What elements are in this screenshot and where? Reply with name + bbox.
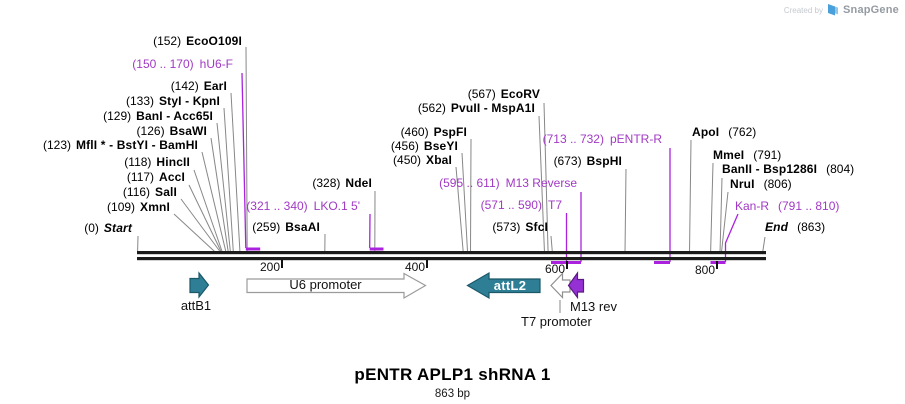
site-leader-lines xyxy=(137,46,766,313)
site-label-bseyi: (456)BseYI xyxy=(390,139,458,153)
watermark: Created by SnapGene xyxy=(784,3,899,17)
site-label-nrui: NruI(806) xyxy=(730,177,792,191)
site-label-bsawi: (126)BsaWI xyxy=(136,124,207,138)
site-label-bsaai: (259)BsaAI xyxy=(252,220,320,234)
sequence-backbone xyxy=(137,251,766,261)
site-label-styi-kpni: (133)StyI - KpnI xyxy=(126,94,220,108)
site-label-hincii: (118)HincII xyxy=(124,155,190,169)
attl2-arrow xyxy=(466,271,541,300)
attl2-feature-label: attL2 xyxy=(493,278,527,293)
m13-rev-feature-label: M13 rev xyxy=(570,299,617,314)
ruler-tick-200: 200 xyxy=(259,260,280,274)
plasmid-length: 863 bp xyxy=(434,388,471,400)
site-label-banii-bsp1286i: BanII - Bsp1286I(804) xyxy=(722,162,855,176)
watermark-brand: SnapGene xyxy=(842,4,899,16)
ruler-ticks xyxy=(281,260,718,269)
site-label-ecorv: (567)EcoRV xyxy=(467,87,540,101)
site-label-sfci: (573)SfcI xyxy=(492,220,548,234)
primer-label-pentrr: (713 .. 732)pENTR-R xyxy=(542,132,662,146)
site-label-xbai: (450)XbaI xyxy=(393,153,452,167)
t7-promoter-feature-label: T7 promoter xyxy=(521,314,592,329)
m13-rev-arrow xyxy=(567,271,585,300)
site-label-ndei: (328)NdeI xyxy=(312,176,372,190)
site-label-sali: (116)SalI xyxy=(122,185,177,199)
start-label: (0)Start xyxy=(84,221,132,235)
primer-label-t7: (571 .. 590)T7 xyxy=(480,198,562,212)
site-label-xmni: (109)XmnI xyxy=(107,200,170,214)
site-label-ecoo109i: (152)EcoO109I xyxy=(153,34,242,48)
plasmid-title: pENTR APLP1 shRNA 1 xyxy=(354,365,551,384)
site-label-mfli-bstyi-bamhi: (123)MflI * - BstYI - BamHI xyxy=(43,138,198,152)
u6-promoter-feature-label: U6 promoter xyxy=(289,277,362,292)
primer-label-m13reverse: (595 .. 611)M13 Reverse xyxy=(439,176,577,190)
u6-promoter-arrow xyxy=(246,272,427,300)
t7-promoter-arrow xyxy=(550,272,571,299)
ruler-tick-800: 800 xyxy=(694,263,715,277)
site-label-bsphi: (673)BspHI xyxy=(553,154,622,168)
site-label-acci: (117)AccI xyxy=(126,170,185,184)
ruler-tick-400: 400 xyxy=(404,260,425,274)
primer-label-lko15: (321 .. 340)LKO.1 5' xyxy=(246,199,360,213)
primer-label-kanr: Kan-R(791 .. 810) xyxy=(735,199,840,213)
attb1-feature-label: attB1 xyxy=(180,298,212,313)
end-label: End(863) xyxy=(765,220,826,234)
site-label-mmei: MmeI(791) xyxy=(713,148,782,162)
site-label-pspfi: (460)PspFI xyxy=(400,125,467,139)
title-block: pENTR APLP1 shRNA 1 863 bp xyxy=(0,365,905,400)
snapgene-logo-icon xyxy=(827,4,838,16)
primer-label-hu6f: (150 .. 170)hU6-F xyxy=(132,57,233,71)
site-label-pvuii-mspa1i: (562)PvuII - MspA1I xyxy=(417,101,535,115)
site-label-apoi: ApoI(762) xyxy=(692,125,757,139)
site-label-eari: (142)EarI xyxy=(170,79,227,93)
ruler-tick-600: 600 xyxy=(544,262,565,276)
attb1-arrow xyxy=(189,271,210,299)
site-label-bani-acc65i: (129)BanI - Acc65I xyxy=(103,109,213,123)
watermark-prefix: Created by xyxy=(783,5,823,15)
